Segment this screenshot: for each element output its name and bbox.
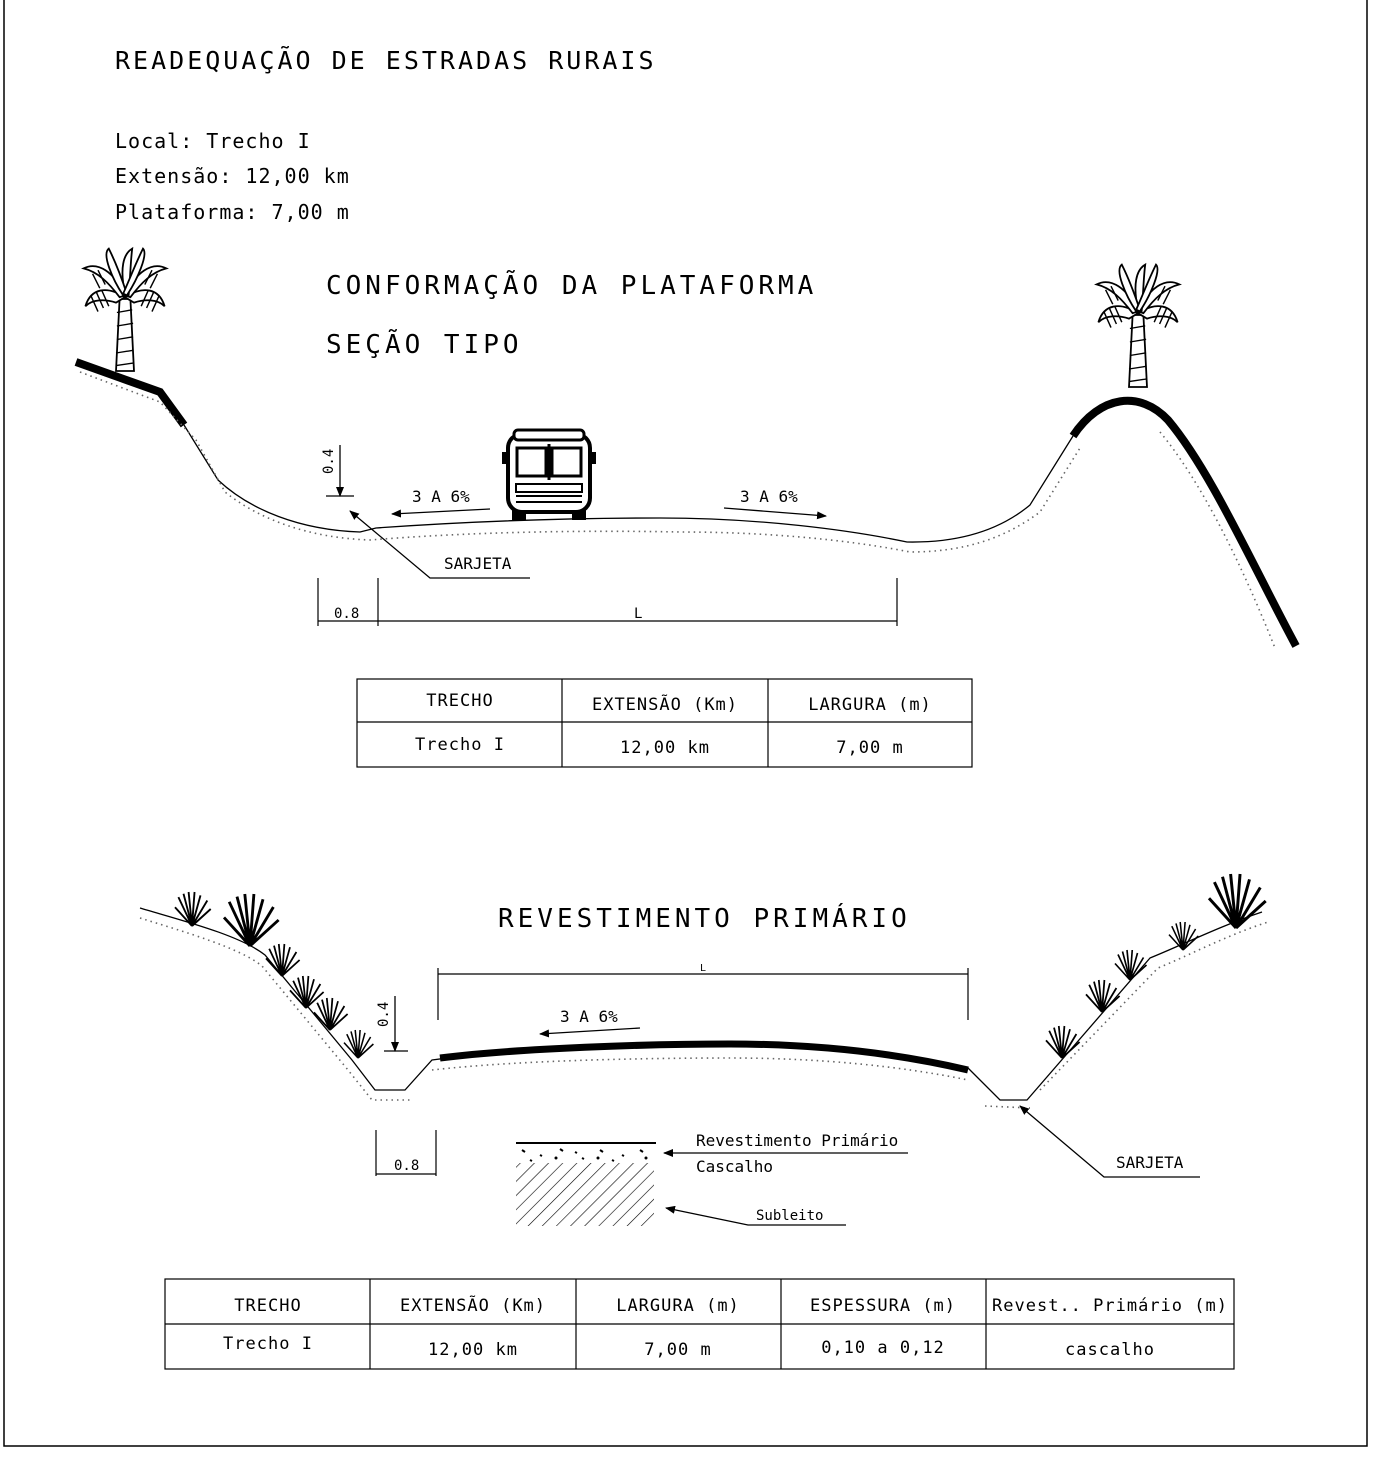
table1-header-extensao: EXTENSÃO (Km)	[592, 693, 738, 715]
shrub-icon	[265, 943, 301, 977]
right-hill-top	[1069, 396, 1300, 648]
table1-cell-extensao: 12,00 km	[620, 738, 710, 758]
legend-layer-revestimento: Revestimento Primário	[696, 1131, 898, 1150]
bus-icon	[502, 428, 596, 520]
sarjeta-label-1: SARJETA	[444, 554, 512, 573]
section2-title: REVESTIMENTO PRIMÁRIO	[498, 902, 911, 934]
layer-legend: Revestimento Primário Cascalho Subleito	[516, 1131, 908, 1226]
palm-tree-icon	[1095, 263, 1181, 388]
shrub-icon	[1168, 921, 1200, 951]
legend-layer-subleito: Subleito	[756, 1208, 823, 1224]
table-1: TRECHO EXTENSÃO (Km) LARGURA (m) Trecho …	[356, 678, 973, 768]
table2-header-largura: LARGURA (m)	[616, 1296, 740, 1316]
table1-header-largura: LARGURA (m)	[808, 695, 932, 715]
slope-right-label: 3 A 6%	[740, 487, 798, 506]
drawing-title: READEQUAÇÃO DE ESTRADAS RURAIS	[115, 45, 657, 75]
soil-stipple-1	[79, 371, 1276, 649]
extensao-info: Extensão: 12,00 km	[115, 164, 350, 188]
table2-cell-revestimento: cascalho	[1065, 1340, 1155, 1360]
table2-cell-extensao: 12,00 km	[428, 1340, 518, 1360]
shrub-icon	[222, 892, 281, 948]
depth-label-2: 0.4	[376, 1002, 392, 1027]
slope-label-2: 3 A 6%	[560, 1007, 618, 1026]
left-embankment-top	[74, 358, 188, 428]
table1-cell-largura: 7,00 m	[836, 738, 903, 758]
local-info: Local: Trecho I	[115, 129, 311, 153]
shrub-icon	[1114, 949, 1148, 981]
table-2: TRECHO EXTENSÃO (Km) LARGURA (m) ESPESSU…	[164, 1278, 1235, 1370]
table1-header-trecho: TRECHO	[426, 691, 493, 711]
road-profile-1	[183, 424, 1074, 543]
shrub-icon	[1085, 979, 1121, 1013]
plataforma-info: Plataforma: 7,00 m	[115, 200, 350, 224]
table1-cell-trecho: Trecho I	[415, 735, 505, 755]
sheet-border	[3, 0, 1368, 1447]
table2-header-extensao: EXTENSÃO (Km)	[400, 1294, 546, 1316]
width-dimension-2: L	[700, 963, 706, 974]
table2-header-trecho: TRECHO	[234, 1296, 301, 1316]
ditch-dimension-2: 0.8	[394, 1158, 419, 1174]
slope-left-label: 3 A 6%	[412, 487, 470, 506]
section1-title: CONFORMAÇÃO DA PLATAFORMA	[326, 269, 817, 301]
shrub-icon	[313, 997, 349, 1031]
primary-coating-layer	[439, 1040, 969, 1074]
legend-layer-cascalho: Cascalho	[696, 1157, 773, 1176]
depth-label-1: 0.4	[321, 449, 337, 474]
width-dimension-1: L	[634, 606, 642, 622]
shrub-icon	[174, 891, 212, 927]
table2-cell-espessura: 0,10 a 0,12	[821, 1338, 945, 1358]
table2-cell-largura: 7,00 m	[644, 1340, 711, 1360]
palm-tree-icon	[82, 247, 168, 372]
sarjeta-label-2: SARJETA	[1116, 1153, 1184, 1172]
table2-header-revestimento: Revest.. Primário (m)	[992, 1296, 1228, 1316]
section1-subtitle: SEÇÃO TIPO	[326, 328, 523, 360]
shrub-icon	[343, 1029, 375, 1059]
ditch-dimension-1: 0.8	[334, 606, 359, 622]
shrub-icon	[1207, 872, 1268, 930]
table2-header-espessura: ESPESSURA (m)	[810, 1296, 956, 1316]
soil-stipple-2	[139, 917, 1269, 1109]
table2-cell-trecho: Trecho I	[223, 1334, 313, 1354]
